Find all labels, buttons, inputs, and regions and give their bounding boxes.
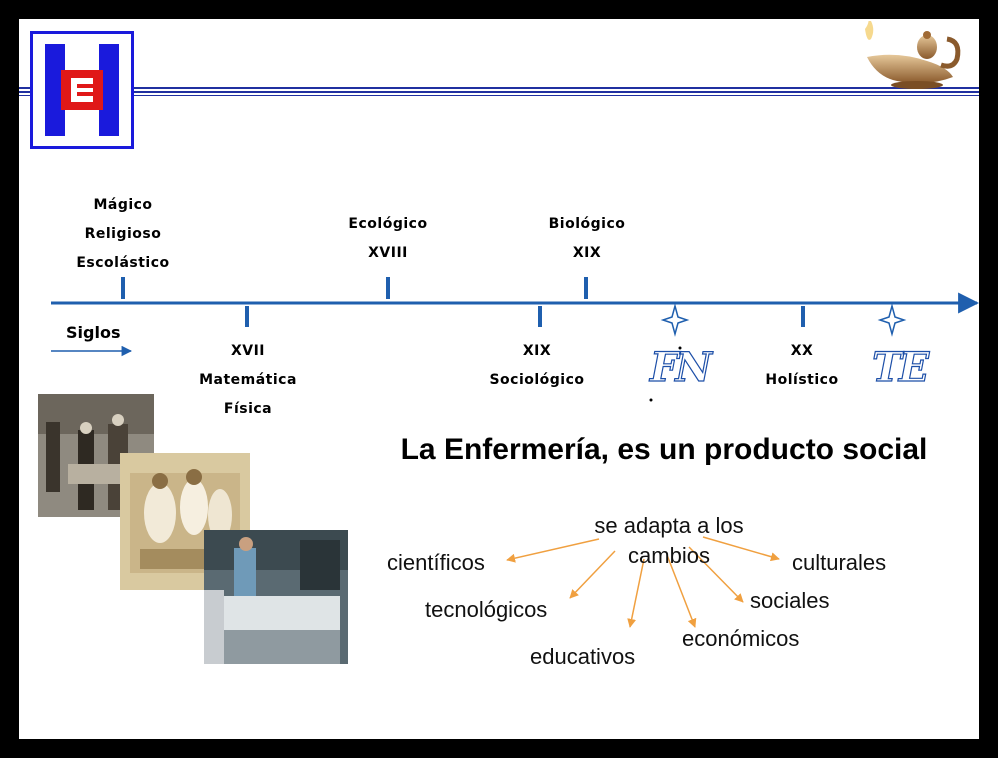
era-line: Física (188, 395, 308, 424)
marker-te: TE (872, 344, 926, 391)
branch-tecnologicos: tecnológicos (425, 597, 547, 623)
era-line: Holístico (742, 366, 862, 395)
era-line: XX (742, 337, 862, 366)
era-holistico: XX Holístico (742, 337, 862, 395)
era-sociologico: XIX Sociológico (477, 337, 597, 395)
era-line: Religioso (63, 220, 183, 249)
era-line: Mágico (63, 191, 183, 220)
era-matematica: XVII Matemática Física (188, 337, 308, 424)
modern-icu-photo (204, 530, 348, 664)
siglos-label: Siglos (66, 323, 120, 342)
branch-educativos: educativos (530, 644, 635, 670)
era-magico: Mágico Religioso Escolástico (63, 191, 183, 278)
marker-fn: FN (650, 344, 709, 391)
era-line: Ecológico (328, 210, 448, 239)
era-line: XIX (477, 337, 597, 366)
slide: Mágico Religioso Escolástico Ecológico X… (19, 19, 979, 739)
branch-sociales: sociales (750, 588, 829, 614)
era-line: Sociológico (477, 366, 597, 395)
branch-culturales: culturales (792, 550, 886, 576)
sparkle-star-icon (663, 306, 687, 334)
era-line: XVII (188, 337, 308, 366)
sparkle-star-icon (880, 306, 904, 334)
era-ecologico: Ecológico XVIII (328, 210, 448, 268)
concept-title: La Enfermería, es un producto social (399, 431, 929, 469)
era-line: Biológico (527, 210, 647, 239)
era-biologico: Biológico XIX (527, 210, 647, 268)
era-line: Matemática (188, 366, 308, 395)
era-line: XIX (527, 239, 647, 268)
era-line: XVIII (328, 239, 448, 268)
era-line: Escolástico (63, 249, 183, 278)
branch-economicos: económicos (682, 626, 799, 652)
concept-center: se adapta a los cambios (559, 511, 779, 571)
branch-cientificos: científicos (387, 550, 485, 576)
